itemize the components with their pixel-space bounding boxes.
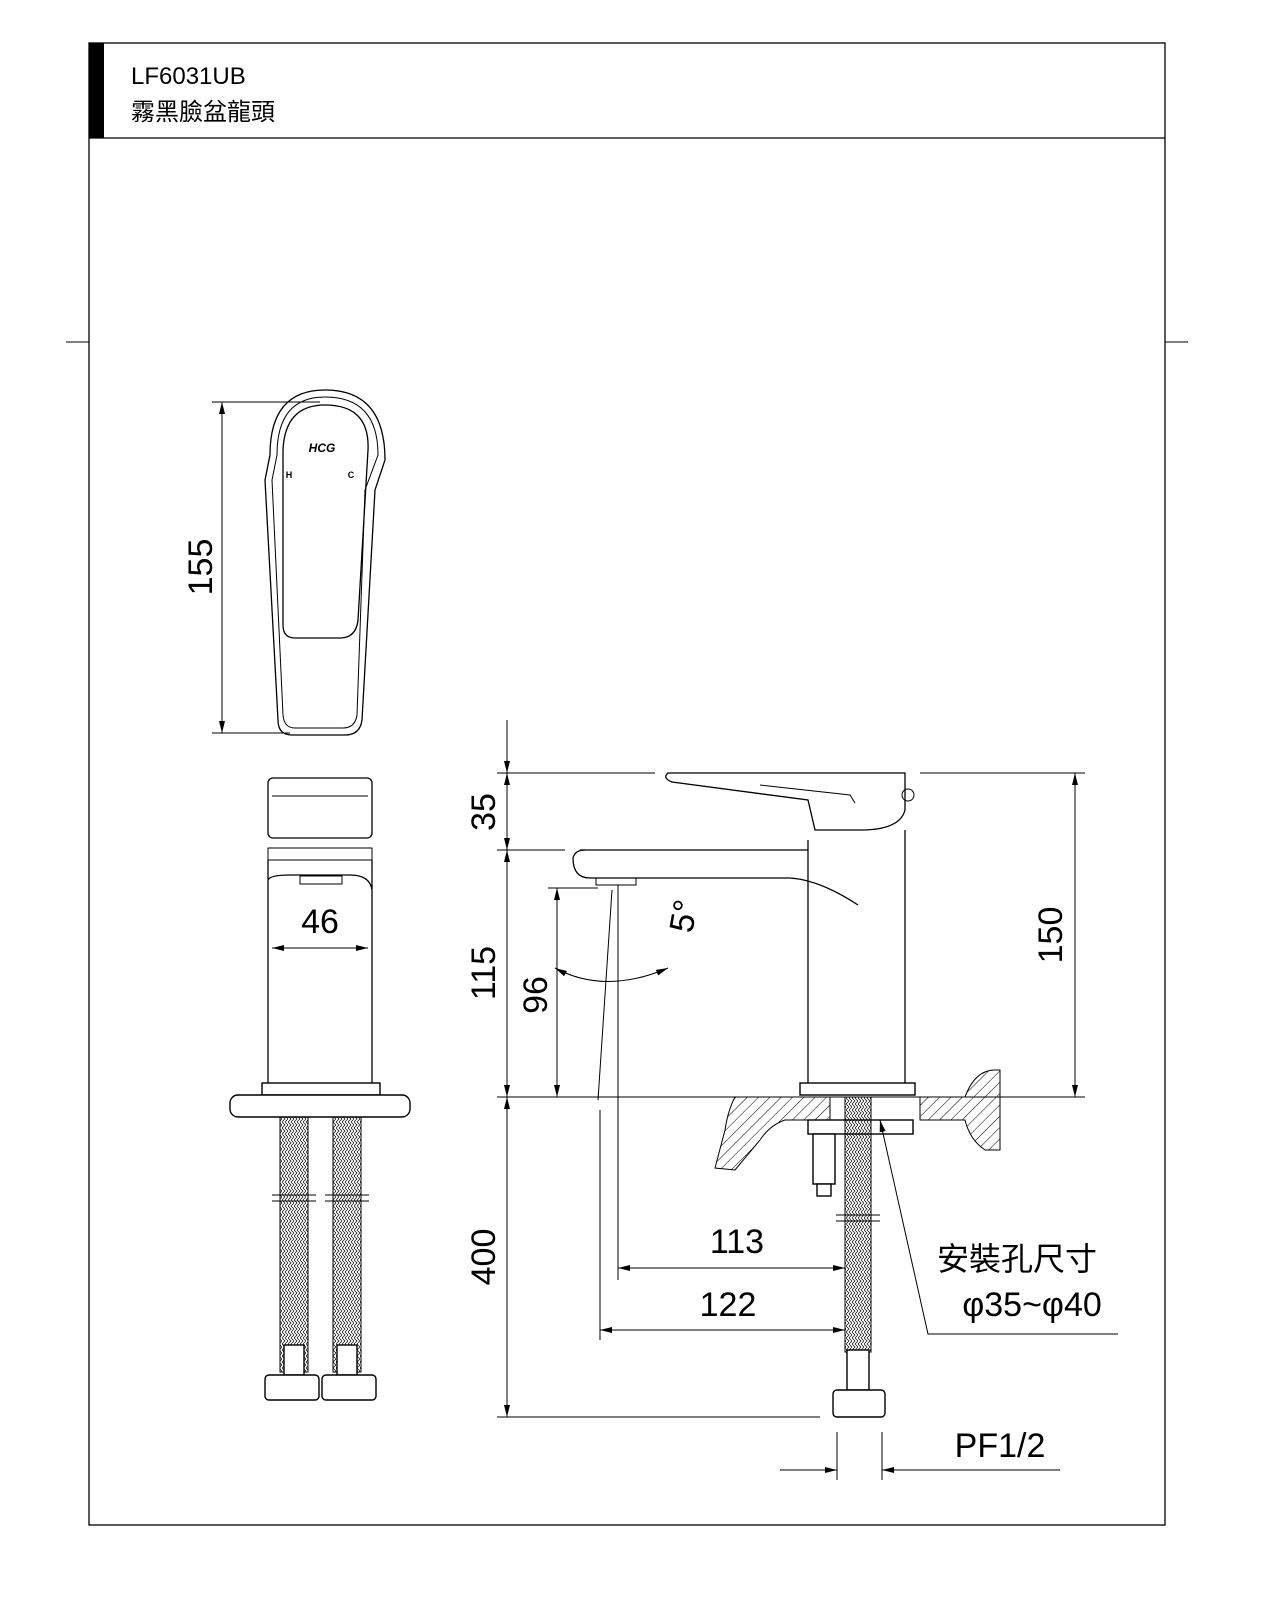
spray-angle: 5° <box>663 897 706 936</box>
drawing-frame <box>66 42 1188 1526</box>
model-number: LF6031UB <box>131 63 246 90</box>
dim-hose-400: 400 <box>465 1229 503 1286</box>
thread-size: PF1/2 <box>955 1427 1046 1465</box>
dim-total-150: 150 <box>1032 907 1070 964</box>
dim-outlet-96: 96 <box>517 976 555 1014</box>
product-name: 霧黑臉盆龍頭 <box>131 98 275 126</box>
dim-handle-35: 35 <box>465 793 503 831</box>
dim-width-46: 46 <box>301 903 339 941</box>
top-view <box>212 389 386 736</box>
front-view <box>229 777 411 1401</box>
dim-length-155: 155 <box>182 539 220 596</box>
install-hole-size: φ35~φ40 <box>962 1286 1102 1324</box>
brand-logo: HCG <box>309 441 336 455</box>
cold-label: C <box>348 470 355 480</box>
dim-spout-115: 115 <box>465 946 503 1000</box>
dim-reach-122: 122 <box>700 1286 757 1324</box>
install-hole-label: 安裝孔尺寸 <box>937 1240 1097 1278</box>
hot-label: H <box>286 470 293 480</box>
side-view <box>497 720 1118 1480</box>
dim-reach-113: 113 <box>710 1223 764 1261</box>
